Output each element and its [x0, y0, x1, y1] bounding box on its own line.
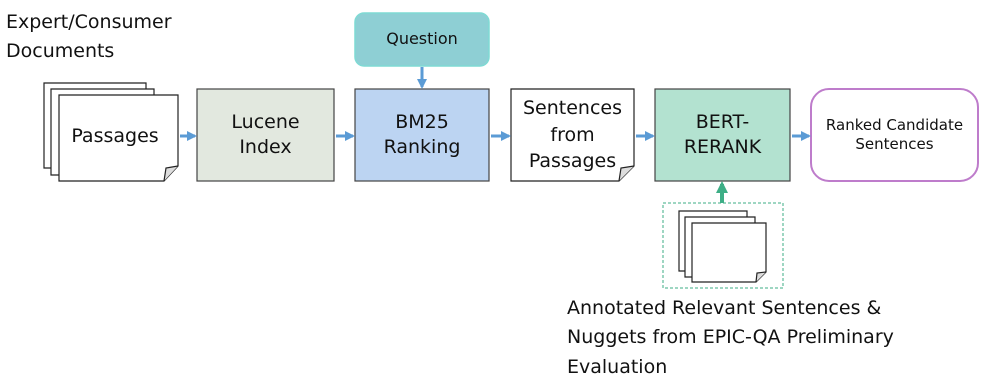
passages-label: Passages	[71, 124, 159, 147]
bm25-ranking-box	[354, 88, 490, 182]
question-label: Question	[386, 29, 458, 49]
ranked-candidate-sentences-box	[810, 88, 979, 182]
bm25-ranking-label: BM25 Ranking	[383, 111, 461, 158]
bert-rerank-box	[654, 88, 791, 182]
question-box	[354, 12, 490, 67]
source-documents-title: Expert/Consumer Documents	[6, 11, 172, 63]
bert-rerank-label: BERT- RERANK	[683, 111, 762, 158]
annotated-sentences-caption: Annotated Relevant Sentences & Nuggets f…	[567, 297, 894, 378]
lucene-index-box	[196, 88, 335, 182]
annotated-document-stack-icon	[678, 210, 767, 283]
lucene-index-label: Lucene Index	[231, 111, 300, 158]
sentences-document-icon	[510, 88, 635, 182]
sentences-from-passages-label: Sentences from Passages	[522, 97, 622, 173]
passages-document-stack-icon	[43, 82, 179, 182]
ranked-candidate-sentences-label: Ranked Candidate Sentences	[825, 115, 964, 154]
